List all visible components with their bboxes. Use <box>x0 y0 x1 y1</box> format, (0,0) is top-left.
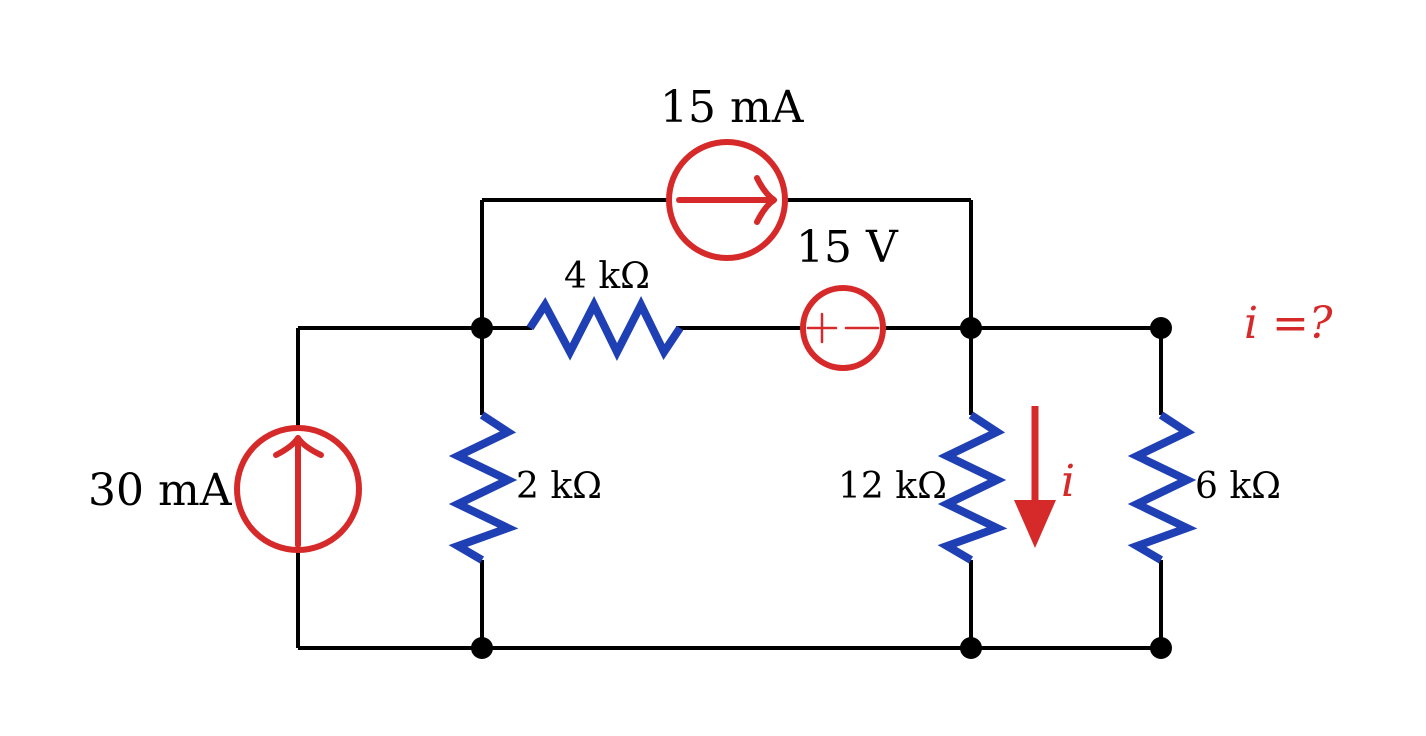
current-source-30ma <box>234 425 362 553</box>
label-4k: 4 kΩ <box>564 256 650 297</box>
label-2k: 2 kΩ <box>516 466 602 507</box>
label-12k: 12 kΩ <box>838 466 947 507</box>
node-f <box>1150 637 1172 659</box>
label-15v: 15 V <box>796 222 899 273</box>
current-source-15ma <box>666 139 788 261</box>
resistors <box>448 296 1198 564</box>
node-b <box>960 317 982 339</box>
label-6k: 6 kΩ <box>1195 466 1281 507</box>
label-15ma: 15 mA <box>660 82 805 133</box>
voltage-source-15v <box>800 285 886 371</box>
wires <box>296 198 1163 650</box>
resistor-4k <box>526 296 684 361</box>
labels: 30 mA 15 mA 15 V 4 kΩ 2 kΩ 12 kΩ 6 kΩ i … <box>88 82 1333 516</box>
voltage-source-15v-ring <box>800 285 886 371</box>
current-arrow-i <box>1014 406 1056 548</box>
node-e <box>960 637 982 659</box>
resistor-12k <box>937 411 1008 564</box>
label-30ma: 30 mA <box>88 465 233 516</box>
node-a <box>471 317 493 339</box>
nodes <box>471 317 1172 659</box>
arrow-head-up-icon <box>273 435 324 458</box>
node-d <box>471 637 493 659</box>
label-question: i =? <box>1244 298 1333 349</box>
arrow-head-down-icon <box>1014 500 1056 548</box>
resistor-2k <box>448 411 519 564</box>
label-current-i: i <box>1061 456 1075 507</box>
resistor-6k <box>1127 411 1198 564</box>
arrow-head-right-icon <box>754 175 777 225</box>
node-c <box>1150 317 1172 339</box>
